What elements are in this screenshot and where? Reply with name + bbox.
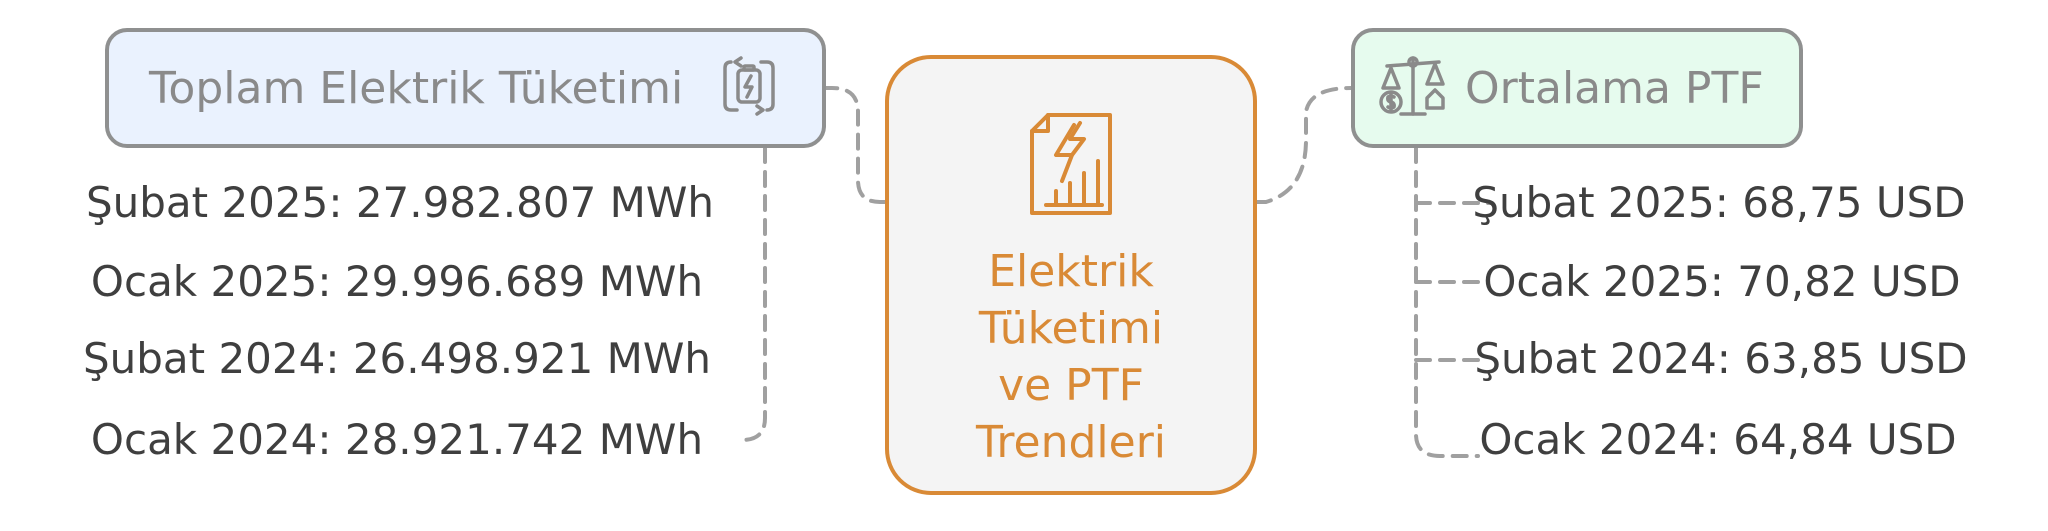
central-title-line-2: Tüketimi — [978, 303, 1164, 354]
topic-title-ptf: Ortalama PTF — [1465, 62, 1764, 114]
battery-refresh-icon — [721, 54, 777, 122]
connector-right-trunk — [1414, 146, 1480, 458]
ptf-item-feb-2025: Şubat 2025: 68,75 USD — [1472, 178, 1966, 227]
topic-box-ptf[interactable]: Ortalama PTF — [1351, 28, 1803, 148]
topic-box-consumption[interactable]: Toplam Elektrik Tüketimi — [105, 28, 826, 148]
central-title-line-1: Elektrik — [988, 246, 1154, 297]
connector-center-right — [1255, 86, 1353, 204]
ptf-item-feb-2024: Şubat 2024: 63,85 USD — [1474, 334, 1968, 383]
central-topic-box[interactable]: Elektrik Tüketimi ve PTF Trendleri — [885, 55, 1257, 495]
scale-money-icon — [1379, 52, 1447, 124]
central-topic-title: Elektrik Tüketimi ve PTF Trendleri — [976, 243, 1166, 471]
ptf-item-jan-2024: Ocak 2024: 64,84 USD — [1479, 415, 1957, 464]
central-title-line-3: ve PTF — [998, 360, 1144, 411]
connector-center-left — [824, 86, 887, 204]
central-title-line-4: Trendleri — [975, 417, 1167, 468]
consumption-item-jan-2025: Ocak 2025: 29.996.689 MWh — [90, 257, 704, 306]
ptf-item-jan-2025: Ocak 2025: 70,82 USD — [1483, 257, 1961, 306]
consumption-item-jan-2024: Ocak 2024: 28.921.742 MWh — [90, 415, 704, 464]
consumption-item-feb-2024: Şubat 2024: 26.498.921 MWh — [82, 334, 712, 383]
consumption-item-feb-2025: Şubat 2025: 27.982.807 MWh — [85, 178, 715, 227]
electric-report-icon — [1026, 111, 1116, 221]
topic-title-consumption: Toplam Elektrik Tüketimi — [149, 62, 684, 114]
connector-left-trunk — [740, 146, 767, 442]
